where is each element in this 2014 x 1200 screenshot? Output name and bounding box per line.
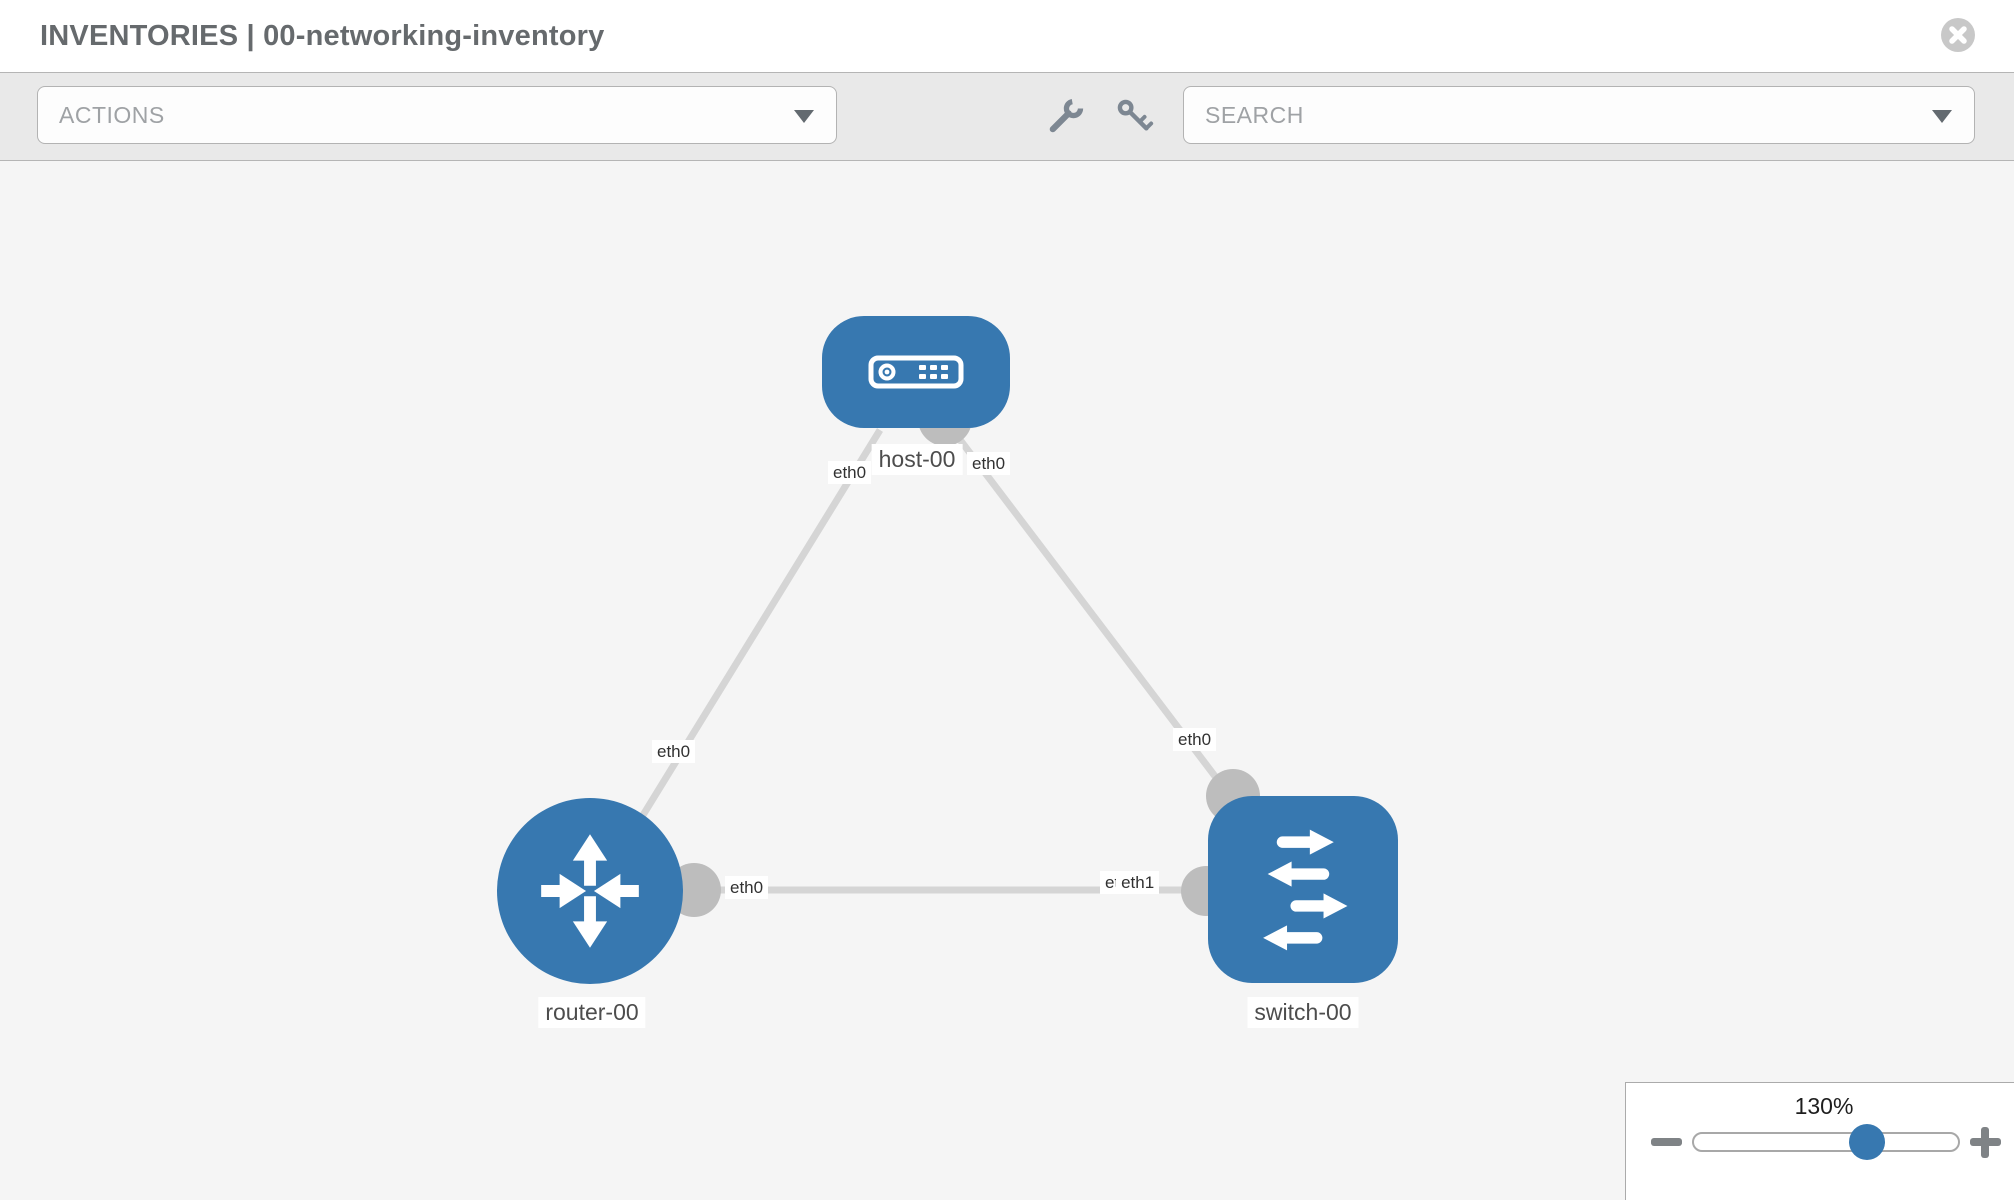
zoom-slider-thumb[interactable] — [1849, 1124, 1885, 1160]
interface-label-over: eth1 — [1116, 871, 1160, 894]
key-icon[interactable] — [1112, 94, 1156, 138]
topology-links-layer — [597, 392, 1260, 917]
node-router-00[interactable] — [497, 798, 683, 984]
header: INVENTORIES | 00-networking-inventory — [0, 0, 2014, 72]
search-dropdown[interactable]: SEARCH — [1183, 86, 1975, 144]
caret-down-icon — [1932, 110, 1952, 123]
x-circle-glyph — [1941, 18, 1975, 52]
plus-icon[interactable] — [1970, 1127, 2001, 1158]
router-arrows-icon — [541, 834, 639, 948]
interface-label-router-to-switch: eth0 — [725, 876, 769, 899]
minus-icon[interactable] — [1651, 1138, 1682, 1146]
zoom-slider-track[interactable] — [1692, 1124, 1960, 1160]
server-icon — [868, 355, 964, 389]
actions-dropdown[interactable]: ACTIONS — [37, 86, 837, 144]
node-switch-00[interactable] — [1208, 796, 1398, 983]
search-dropdown-label: SEARCH — [1205, 102, 1304, 128]
node-label-host: host-00 — [871, 444, 963, 475]
link-host-router[interactable] — [597, 428, 883, 887]
interface-label-host-to-router: eth0 — [828, 461, 872, 484]
node-label-router: router-00 — [538, 997, 646, 1028]
interface-label-host-to-switch: eth0 — [967, 452, 1011, 475]
switch-arrows-icon — [1263, 829, 1348, 950]
interface-label-switch-to-router-overlapped: eth0 eth1 — [1100, 871, 1160, 894]
toolbar: ACTIONS SEARCH — [0, 72, 2014, 161]
topology-canvas[interactable]: host-00 router-00 switch-00 eth0 eth0 et… — [0, 161, 2014, 1200]
actions-dropdown-label: ACTIONS — [59, 102, 165, 128]
caret-down-icon — [794, 110, 814, 123]
interface-label-switch-to-host: eth0 — [1173, 728, 1217, 751]
wrench-icon[interactable] — [1044, 94, 1088, 138]
zoom-percentage: 130% — [1794, 1093, 1854, 1119]
node-label-switch: switch-00 — [1247, 997, 1359, 1028]
close-icon[interactable] — [1941, 18, 1975, 52]
interface-label-router-to-host: eth0 — [652, 740, 696, 763]
zoom-panel: 130% — [1625, 1082, 2014, 1200]
plus-icon-bar — [1981, 1127, 1989, 1158]
node-host-00[interactable] — [822, 316, 1010, 428]
page-title: INVENTORIES | 00-networking-inventory — [40, 20, 605, 52]
